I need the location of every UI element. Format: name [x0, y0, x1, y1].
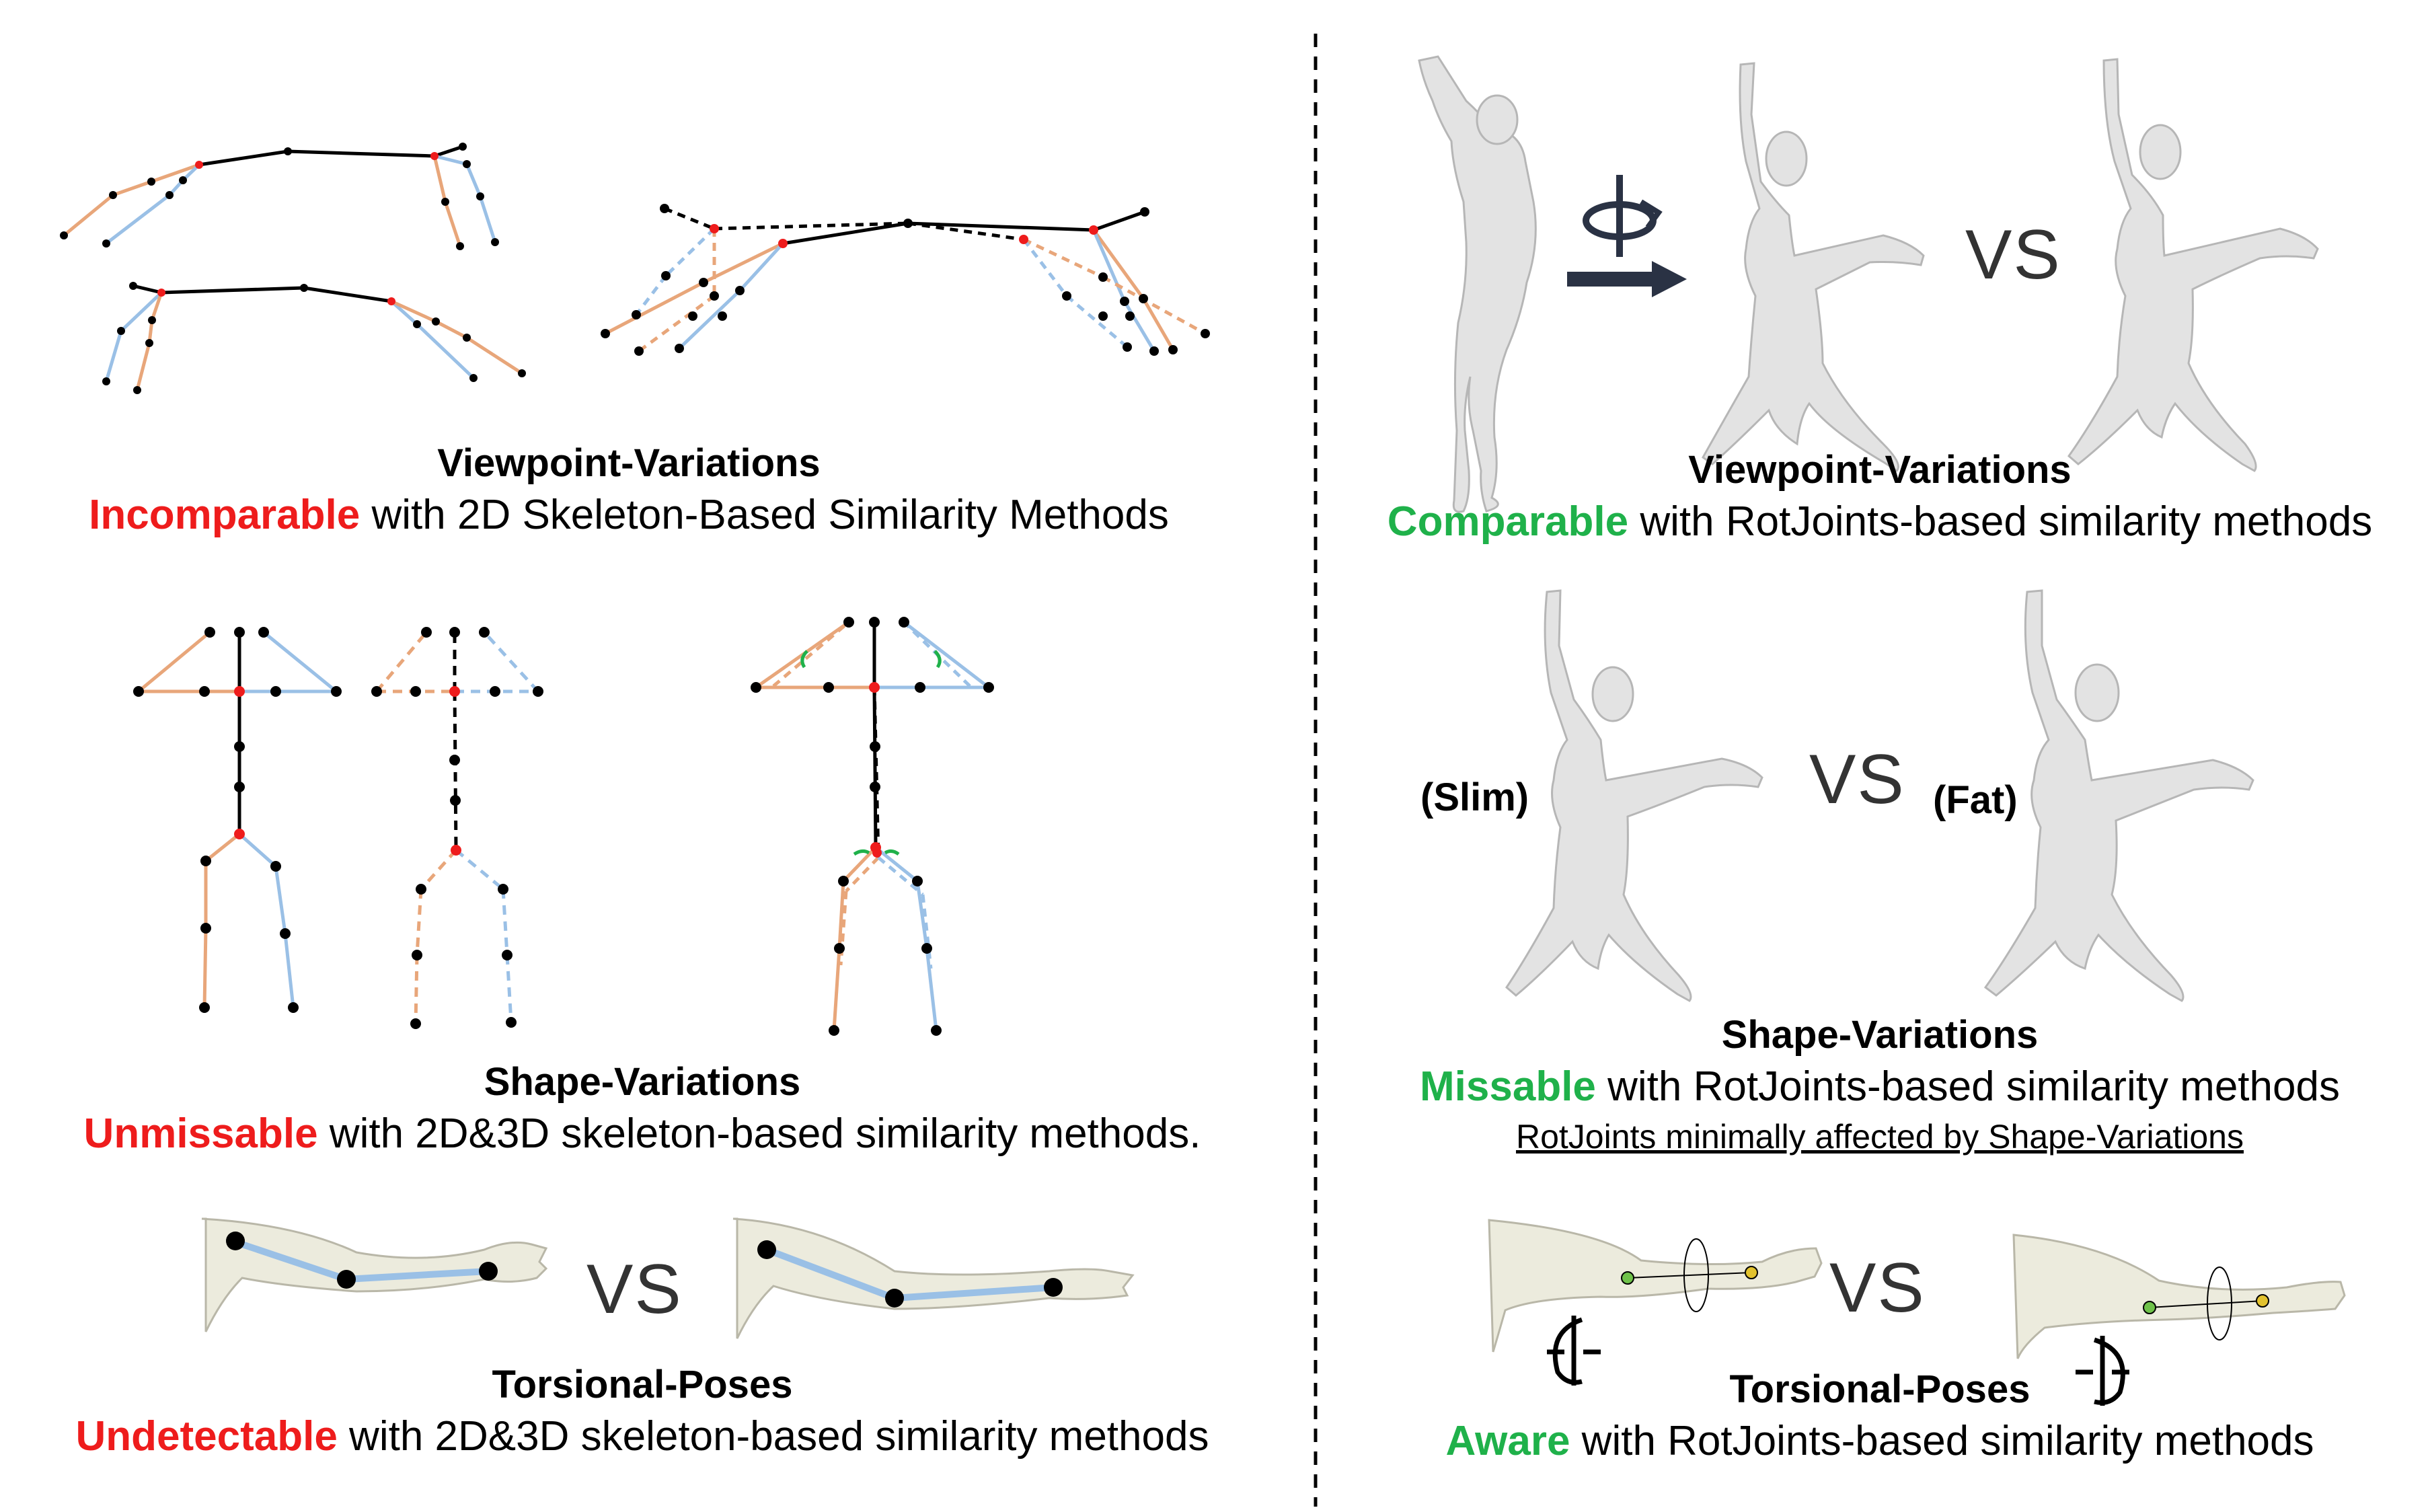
left-viewpoint-keyword: Incomparable [89, 492, 360, 538]
human-mesh-fat [1983, 589, 2254, 1002]
right-shape-rest: with RotJoints-based similarity methods [1595, 1063, 2340, 1110]
human-mesh-slim [1505, 589, 1763, 1002]
right-viewpoint-heading: Viewpoint-Variations [1688, 448, 2072, 492]
left-viewpoint-rest: with 2D Skeleton-Based Similarity Method… [360, 492, 1169, 538]
right-arrow-icon [1567, 261, 1687, 297]
right-viewpoint-caption: Viewpoint-Variations Comparable with Rot… [1338, 447, 2421, 545]
right-shape-note: RotJoints minimally affected by Shape-Va… [1515, 1118, 2244, 1156]
right-torsion-heading: Torsional-Poses [1729, 1367, 2030, 1411]
left-torsion-statement: Undetectable with 2D&3D skeleton-based s… [13, 1412, 1271, 1460]
right-viewpoint-vs: VS [1965, 216, 2061, 294]
slim-label: (Slim) [1420, 776, 1529, 819]
viewpoint-skeleton-overlay [604, 206, 1207, 353]
right-arm-render-1 [1488, 1219, 1823, 1353]
viewpoint-skeleton-top-a-joints [60, 143, 499, 250]
fat-label: (Fat) [1933, 778, 2018, 822]
left-shape-heading: Shape-Variations [484, 1060, 801, 1104]
left-shape-statement: Unmissable with 2D&3D skeleton-based sim… [13, 1110, 1271, 1158]
shape-skeleton-solid-joints [133, 627, 342, 1013]
right-torsion-caption: Torsional-Poses Aware with RotJoints-bas… [1338, 1367, 2421, 1465]
right-shape-caption: Shape-Variations Missable with RotJoints… [1338, 1012, 2421, 1156]
left-arm-render-1 [201, 1217, 548, 1332]
twist-rotation-icon-1 [1547, 1316, 1601, 1386]
left-shape-caption: Shape-Variations Unmissable with 2D&3D s… [13, 1059, 1271, 1158]
human-mesh-side-view [1418, 55, 1537, 513]
rotation-axis-icon [1583, 175, 1663, 257]
right-viewpoint-statement: Comparable with RotJoints-based similari… [1338, 498, 2421, 545]
left-shape-keyword: Unmissable [83, 1110, 318, 1157]
viewpoint-skeleton-overlay-joints [601, 204, 1210, 356]
right-viewpoint-rest: with RotJoints-based similarity methods [1628, 498, 2373, 545]
left-viewpoint-statement: Incomparable with 2D Skeleton-Based Simi… [27, 491, 1231, 539]
right-torsion-vs: VS [1829, 1249, 1926, 1327]
right-shape-keyword: Missable [1420, 1063, 1596, 1110]
right-viewpoint-keyword: Comparable [1387, 498, 1629, 545]
left-torsion-rest: with 2D&3D skeleton-based similarity met… [337, 1413, 1209, 1460]
left-torsion-caption: Torsional-Poses Undetectable with 2D&3D … [13, 1362, 1271, 1460]
viewpoint-skeleton-bottom-a-joints [102, 282, 526, 394]
left-torsion-heading: Torsional-Poses [492, 1363, 793, 1406]
human-mesh-rotated-view [2067, 58, 2319, 472]
human-mesh-front-view [1702, 62, 1925, 472]
right-torsion-keyword: Aware [1445, 1418, 1570, 1464]
right-torsion-rest: with RotJoints-based similarity methods [1570, 1418, 2314, 1464]
left-viewpoint-caption: Viewpoint-Variations Incomparable with 2… [27, 441, 1231, 539]
shape-skeleton-solid [137, 631, 338, 1008]
left-shape-rest: with 2D&3D skeleton-based similarity met… [317, 1110, 1201, 1157]
shape-skeleton-overlay-joints [751, 617, 994, 1036]
viewpoint-skeleton-bottom-a [104, 284, 523, 391]
left-torsion-keyword: Undetectable [75, 1413, 338, 1460]
left-torsion-vs: VS [586, 1250, 683, 1328]
right-torsion-statement: Aware with RotJoints-based similarity me… [1338, 1417, 2421, 1465]
shape-skeleton-dashed-joints [371, 627, 543, 1029]
left-viewpoint-heading: Viewpoint-Variations [437, 441, 821, 485]
left-arm-render-2 [732, 1217, 1135, 1339]
right-arm-render-2 [2012, 1234, 2346, 1359]
twist-rotation-icon-2 [2076, 1336, 2129, 1406]
right-shape-statement: Missable with RotJoints-based similarity… [1338, 1063, 2421, 1110]
right-shape-heading: Shape-Variations [1721, 1013, 2039, 1057]
right-shape-vs: VS [1809, 741, 1905, 819]
viewpoint-skeleton-top-a [63, 145, 497, 247]
